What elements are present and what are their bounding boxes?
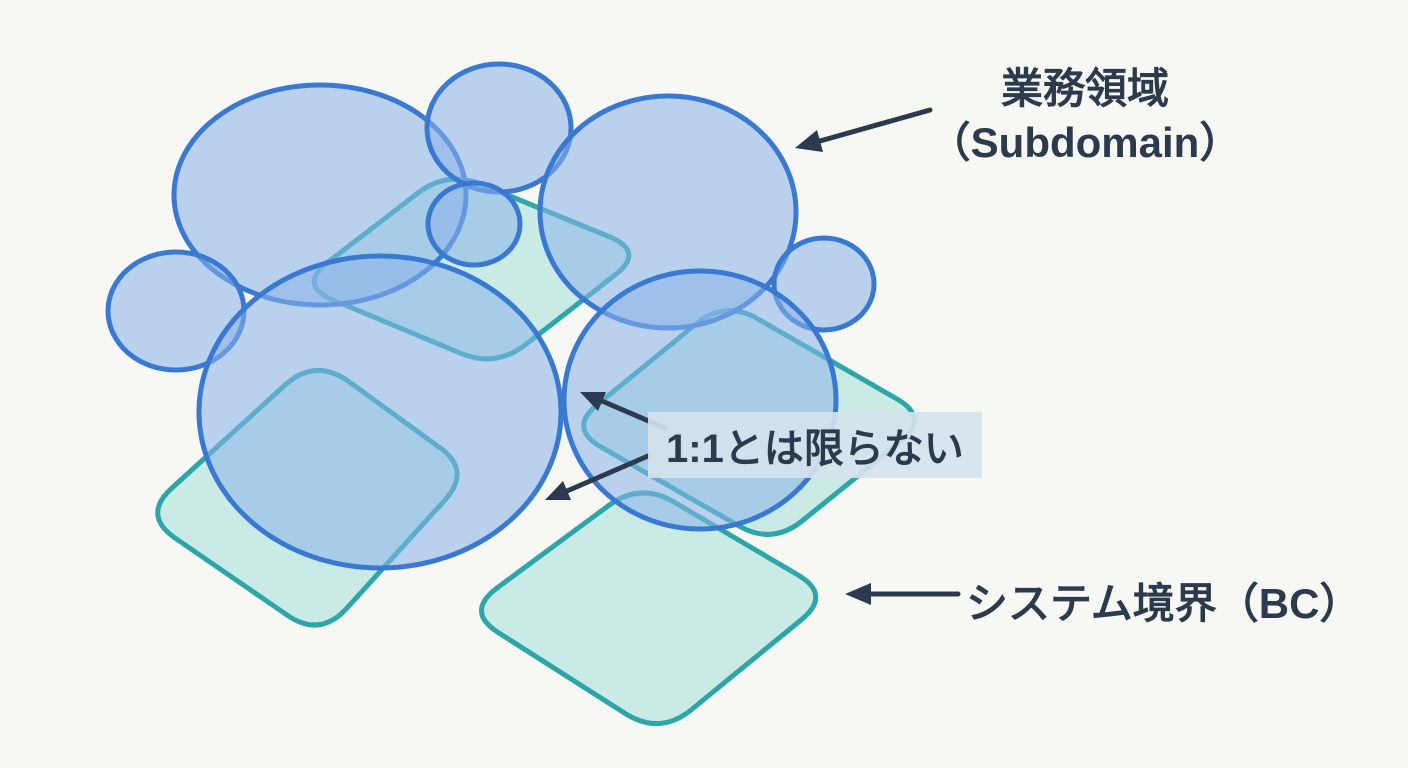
ratio-note-text: 1:1とは限らない [666,427,964,471]
subdomain-bubble-right-small [771,235,877,333]
bc-arrow-head [845,583,871,605]
bc-arrow [845,583,961,605]
subdomain-bubble-center-small [425,180,523,268]
subdomain-arrow [795,107,933,152]
bc-label: システム境界（BC） [966,570,1361,631]
ratio-arrow-lower [545,453,651,500]
bc-label-text: システム境界（BC） [966,580,1362,627]
subdomain-label: 業務領域 （Subdomain） [900,62,1270,170]
subdomain-label-line1: 業務領域 [1000,65,1169,112]
ratio-note-label: 1:1とは限らない [648,412,982,478]
subdomain-bubbles [105,61,877,571]
subdomain-label-line2: （Subdomain） [928,118,1242,166]
subdomain-bubble-center-left-large [196,253,564,571]
ratio-arrow-lower-shaft [564,453,651,494]
subdomain-arrow-shaft [817,107,933,144]
ratio-arrow-upper-head [580,392,606,411]
ratio-arrow-lower-head [545,481,571,500]
subdomain-arrow-head [795,130,823,152]
